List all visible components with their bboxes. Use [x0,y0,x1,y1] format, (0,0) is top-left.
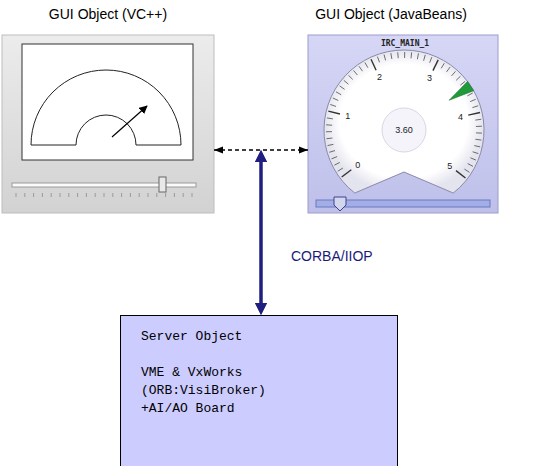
gui-panel: GUI Object (VC++) [2,35,214,213]
edge-label: CORBA/IIOP [289,248,375,264]
gauge-value: 3.60 [395,125,413,135]
corba-link [214,150,267,315]
scale-number: 5 [447,161,452,171]
arrowhead [255,303,267,315]
arrowhead [255,150,267,162]
arrowhead [255,303,267,315]
gauge-title: IRC_MAIN_1 [381,39,429,49]
corba-shaft [261,150,308,315]
box-heading: Server Object [141,328,381,346]
scale-number: 2 [377,72,382,82]
javabeans-gauge [308,35,498,213]
scale-number: 3 [427,73,432,83]
gui-panel: GUI Object (JavaBeans) [308,35,498,213]
server-box: Server ObjectVME & VxWorks (ORB:VisiBrok… [120,315,398,466]
vc-meter [2,35,214,213]
scale-number: 4 [458,112,463,122]
scale-number: 1 [345,111,350,121]
panel-heading: GUI Object (JavaBeans) [296,6,486,22]
scale-number: 0 [355,160,360,170]
corba-link [255,150,308,315]
corba-shaft [214,150,261,315]
box-body: VME & VxWorks (ORB:VisiBroker) +AI/AO Bo… [141,364,274,418]
arrowhead [255,150,267,162]
panel-heading: GUI Object (VC++) [2,6,214,22]
